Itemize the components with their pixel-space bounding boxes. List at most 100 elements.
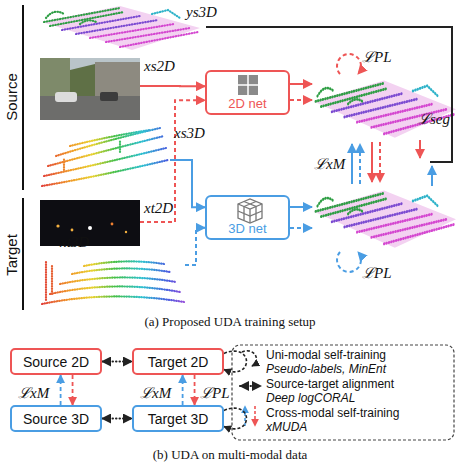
lidar-point-cloud [119, 140, 121, 152]
connector [60, 375, 62, 405]
lidar-point-cloud [63, 158, 65, 170]
legend-method: xMUDA [266, 420, 307, 434]
loss-label: ℒseg [418, 108, 450, 128]
group-bracket [22, 5, 24, 310]
group-bracket [22, 198, 24, 310]
flow-arrow [290, 84, 312, 228]
connector [102, 418, 132, 420]
connector [185, 228, 205, 265]
prediction-point-cloud [314, 191, 456, 248]
image-panel: xt2D [40, 200, 140, 246]
group-label: Source [3, 73, 20, 121]
cube-icon [238, 202, 262, 221]
camera-image [70, 64, 95, 96]
image-panel: xs2D [40, 58, 140, 120]
legend-text: Uni-modal self-training [266, 348, 386, 362]
legend-box [232, 345, 454, 440]
grid-icon [238, 84, 258, 86]
connector [72, 375, 74, 405]
flow-arrow [290, 206, 312, 208]
legend-text: Cross-modal self-training [266, 406, 399, 420]
lidar-point-cloud [42, 261, 184, 304]
modality-box: Target 3D [132, 405, 224, 432]
night-camera-image [56, 224, 59, 227]
loss-arrow [419, 140, 421, 158]
point-cloud-panel: xs3D [40, 125, 170, 190]
label-point-cloud [42, 6, 200, 50]
connector [102, 361, 132, 363]
cube-icon [238, 199, 262, 223]
group-bracket [22, 5, 24, 190]
loss-arrow [206, 27, 452, 272]
loss-arrow [371, 142, 373, 182]
variable-label: xs2D [144, 58, 175, 75]
loss-arrow [351, 144, 353, 184]
loss-arrow [379, 142, 381, 182]
loss-label: ℒxM [140, 382, 171, 402]
box-label: Source 2D [23, 354, 89, 370]
caption: (b) UDA on multi-modal data [153, 447, 308, 463]
point-cloud-panel: ys3D [40, 4, 200, 52]
night-camera-image [40, 200, 140, 246]
night-camera-image [71, 229, 74, 232]
prediction-point-cloud [314, 81, 456, 138]
loss-label: ℒxM [18, 382, 49, 402]
loss-arrow [359, 144, 361, 184]
loss-arrow [431, 166, 433, 186]
loss-label: ℒPL [200, 382, 230, 402]
network-name: 3D net [207, 221, 288, 236]
night-camera-image [40, 200, 140, 246]
camera-image [40, 58, 140, 120]
group-label: Target [3, 234, 20, 276]
camera-image [95, 62, 140, 96]
connector [224, 408, 247, 429]
modality-box: Target 2D [132, 348, 224, 375]
caption: (a) Proposed UDA training setup [144, 314, 315, 330]
legend-sample [242, 351, 256, 366]
lidar-point-cloud [42, 128, 168, 186]
legend-method: Pseudo-labels, MinEnt [266, 362, 386, 376]
night-camera-image [125, 231, 127, 233]
variable-label: ys3D [186, 4, 217, 21]
lidar-point-cloud [50, 286, 180, 294]
grid-icon [238, 75, 258, 95]
box-label: Target 3D [148, 411, 209, 427]
variable-label: xs3D [174, 125, 205, 142]
camera-image [40, 58, 140, 120]
flow-arrow [290, 99, 312, 101]
flow-arrow [290, 83, 312, 85]
grid-icon [238, 75, 258, 95]
lidar-point-cloud [60, 277, 176, 284]
connector [194, 375, 196, 405]
lidar-point-cloud [42, 296, 184, 304]
lidar-point-cloud [45, 262, 47, 300]
legend-sample [254, 406, 256, 426]
network-box: 2D net [205, 70, 290, 115]
camera-image [40, 96, 140, 120]
connector [182, 375, 184, 405]
box-label: Target 2D [148, 354, 209, 370]
camera-image [100, 92, 118, 101]
connector [140, 100, 205, 222]
connector-layer [61, 86, 247, 429]
lidar-point-cloud [56, 128, 160, 156]
loss-arrow [206, 27, 452, 162]
legend-text: Source-target alignment [266, 377, 394, 391]
loss-arrow [337, 54, 361, 74]
variable-label: xt2D [144, 200, 173, 217]
night-camera-image [111, 223, 114, 226]
lidar-point-cloud [51, 266, 53, 296]
point-cloud-panel: xt3D [40, 252, 185, 308]
loss-label: ℒxM [314, 153, 345, 173]
legend-sample [240, 385, 261, 387]
box-label: Source 3D [23, 411, 89, 427]
loss-arrow [337, 252, 361, 272]
night-camera-image [88, 226, 92, 230]
cube-icon [238, 204, 262, 223]
legend-method: Deep logCORAL [266, 391, 355, 405]
flow-arrow [290, 227, 312, 229]
lidar-point-cloud [84, 261, 164, 266]
connector [170, 160, 205, 207]
connector [140, 85, 205, 87]
